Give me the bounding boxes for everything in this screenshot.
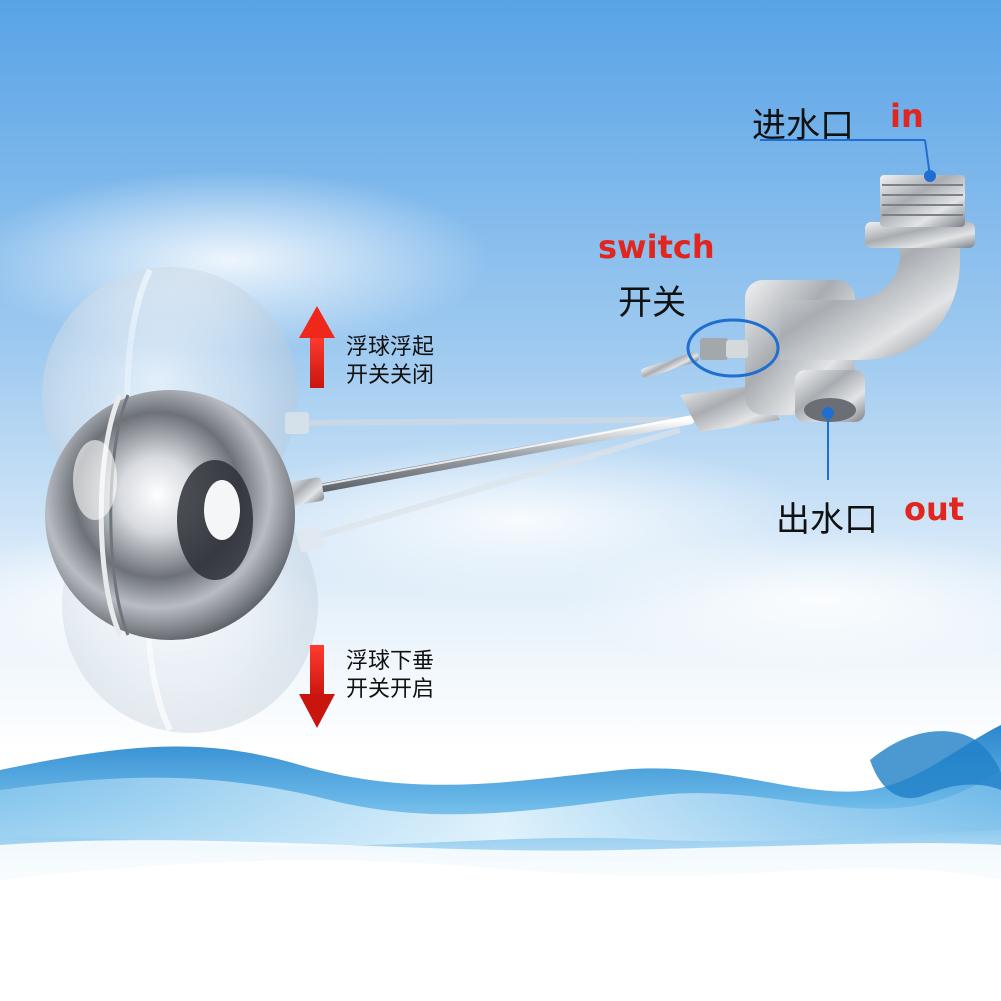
switch-label-cn: 开关 bbox=[618, 283, 686, 323]
water-wave bbox=[0, 725, 1001, 1001]
float-up-line2: 开关关闭 bbox=[346, 363, 435, 388]
inlet-marker bbox=[924, 170, 936, 182]
float-ball bbox=[45, 390, 295, 640]
float-down-line2: 开关开启 bbox=[346, 677, 435, 702]
switch-label-en: switch bbox=[598, 228, 715, 266]
cloud bbox=[560, 530, 1001, 670]
outlet-label-en: out bbox=[904, 490, 965, 528]
float-up-line1: 浮球浮起 bbox=[346, 335, 435, 360]
arrow-up-icon bbox=[299, 306, 335, 388]
outlet-marker bbox=[822, 407, 834, 419]
float-rod bbox=[281, 415, 695, 507]
valve-body bbox=[640, 175, 975, 432]
float-down-line1: 浮球下垂 bbox=[346, 649, 435, 674]
inlet-label-cn: 进水口 bbox=[752, 106, 854, 146]
arrow-down-icon bbox=[299, 645, 335, 728]
inlet-label-en: in bbox=[890, 97, 924, 135]
annotations bbox=[686, 139, 936, 480]
float-up-caption: 浮球浮起 开关关闭 bbox=[346, 334, 434, 390]
float-down-caption: 浮球下垂 开关开启 bbox=[346, 648, 434, 704]
switch-marker bbox=[686, 318, 780, 378]
outlet-label-cn: 出水口 bbox=[776, 500, 878, 540]
